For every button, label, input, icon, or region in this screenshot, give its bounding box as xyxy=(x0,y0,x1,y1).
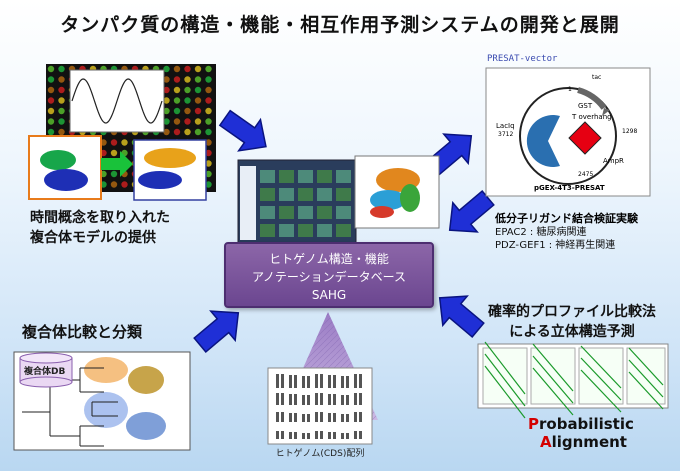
sahg-screenshot xyxy=(237,159,357,245)
presat-vector-diagram xyxy=(485,67,651,197)
karyotype-caption: ヒトゲノム(CDS)配列 xyxy=(275,449,365,459)
t-overhang-label: T overhang xyxy=(572,113,612,121)
page-title: タンパク質の構造・機能・相互作用予測システムの開発と展開 xyxy=(60,14,620,36)
tac-label: tac xyxy=(592,74,602,81)
laci-label: LacIq xyxy=(496,122,515,130)
probabilistic-alignment-label: Probabilistic Alignment xyxy=(528,415,634,451)
ligand-line1: EPAC2 : 糖尿病関連 xyxy=(495,227,587,238)
complex-box-2 xyxy=(133,139,207,201)
arrow-bottom-right xyxy=(438,295,485,338)
ligand-label: 低分子リガンド結合検証実験 xyxy=(495,212,638,225)
left-bottom-label: 複合体比較と分類 xyxy=(22,323,143,341)
right-bottom-label-line1: 確率的プロファイル比較法 xyxy=(488,304,656,320)
right-bottom-label: 確率的プロファイル比較法 による立体構造予測 xyxy=(482,302,662,342)
gst-label: GST xyxy=(578,102,593,110)
center-box-line1: ヒトゲノム構造・機能 xyxy=(269,252,389,266)
db-cylinder xyxy=(19,352,73,388)
presat-vector-title: PRESAT-vector xyxy=(487,54,558,64)
left-top-label-line2: 複合体モデルの提供 xyxy=(30,230,156,246)
arrow-right-in xyxy=(448,190,495,233)
sine-wave-panel xyxy=(69,69,165,133)
num-1-label: 1 xyxy=(568,86,572,93)
num-1298-label: 1298 xyxy=(622,128,638,135)
a-letter: A xyxy=(540,433,552,451)
db-label: 複合体DB xyxy=(24,367,66,377)
center-box-line3: SAHG xyxy=(311,288,347,302)
probabilistic-rest: robabilistic xyxy=(539,415,634,433)
arrow-top-left xyxy=(218,109,267,152)
protein-structure-image xyxy=(354,155,440,229)
arrow-bottom-left xyxy=(193,310,240,353)
num-2475-label: 2475 xyxy=(578,171,594,178)
left-top-label-line1: 時間概念を取り入れた xyxy=(30,210,170,226)
alignment-rest: lignment xyxy=(551,433,627,451)
sahg-database-box[interactable]: ヒトゲノム構造・機能 アノテーションデータベース SAHG xyxy=(224,242,434,308)
center-box-line2: アノテーションデータベース xyxy=(251,270,407,284)
pacman-shape xyxy=(526,114,560,168)
ligand-line2: PDZ-GEF1 : 神経再生関連 xyxy=(495,240,616,251)
ampr-label: AmpR xyxy=(603,157,624,165)
karyotype-image xyxy=(267,367,373,445)
green-arrow xyxy=(101,151,133,177)
diamond-shape xyxy=(568,121,602,155)
num-3712-label: 3712 xyxy=(498,131,514,138)
p-letter: P xyxy=(528,415,539,433)
plasmid-name-label: pGEX-4T3-PRESAT xyxy=(534,184,605,192)
dotplot-panel xyxy=(477,341,669,419)
complex-box-1 xyxy=(28,135,102,200)
right-bottom-label-line2: による立体構造予測 xyxy=(509,324,635,340)
left-top-label: 時間概念を取り入れた 複合体モデルの提供 xyxy=(30,208,170,248)
